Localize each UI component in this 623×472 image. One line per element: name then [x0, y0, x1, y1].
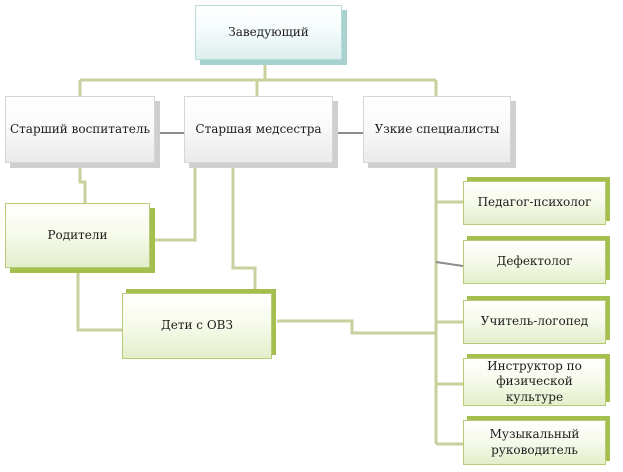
- node-music-director-label: Музыкальный руководитель: [489, 426, 580, 457]
- node-senior-teacher: Старший воспитатель: [5, 96, 155, 163]
- connector-parents-children: [76, 270, 122, 332]
- node-parents: Родители: [5, 203, 150, 268]
- connector-children-spine: [277, 319, 436, 335]
- connector-nurse-children: [231, 168, 257, 290]
- node-speech-therapist: Учитель-логопед: [463, 300, 606, 344]
- node-senior-nurse-label: Старшая медсестра: [195, 121, 322, 136]
- node-parents-label: Родители: [47, 227, 108, 242]
- node-specialists-label: Узкие специалисты: [374, 121, 500, 136]
- node-children-label: Дети с ОВЗ: [161, 318, 233, 333]
- node-pe-instructor-label: Инструктор по физической культуре: [487, 358, 582, 404]
- node-pe-instructor: Инструктор по физической культуре: [463, 358, 606, 406]
- node-head-label: Заведующий: [228, 24, 309, 39]
- node-defectologist-label: Дефектолог: [496, 254, 573, 269]
- node-psychologist-label: Педагог-психолог: [477, 195, 592, 210]
- node-children: Дети с ОВЗ: [122, 293, 272, 359]
- node-defectologist: Дефектолог: [463, 240, 606, 284]
- node-specialists: Узкие специалисты: [363, 96, 511, 163]
- node-senior-nurse: Старшая медсестра: [184, 96, 333, 163]
- connector-to-defectologist: [435, 261, 464, 267]
- node-psychologist: Педагог-психолог: [463, 181, 606, 225]
- node-music-director: Музыкальный руководитель: [463, 420, 606, 465]
- connector-teacher-parents: [78, 163, 87, 203]
- node-senior-teacher-label: Старший воспитатель: [9, 121, 150, 136]
- node-head: Заведующий: [195, 5, 342, 60]
- connector-nurse-parents: [150, 168, 197, 242]
- node-speech-therapist-label: Учитель-логопед: [480, 314, 589, 329]
